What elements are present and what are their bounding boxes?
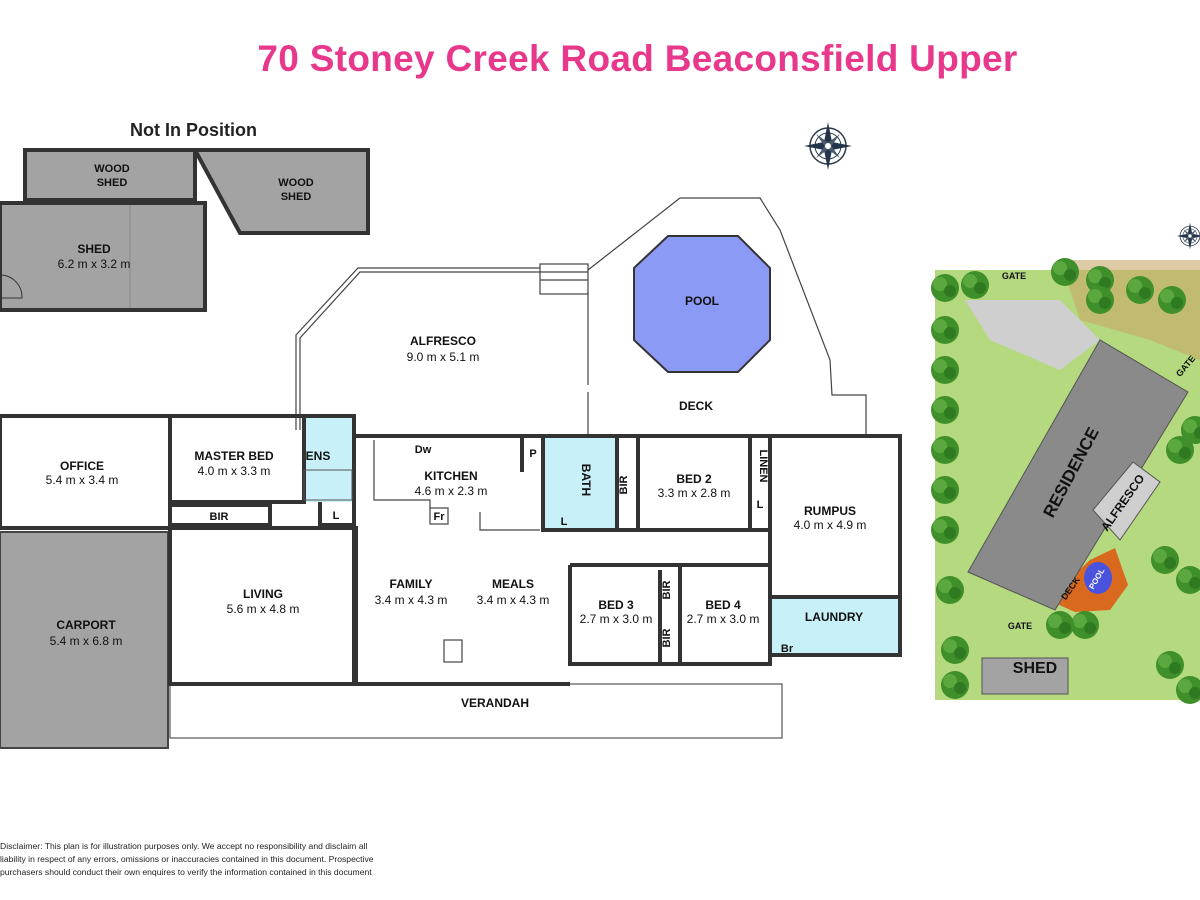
office-label: OFFICE xyxy=(60,459,104,473)
master-bed-dims: 4.0 m x 3.3 m xyxy=(198,464,271,478)
bed2-dims: 3.3 m x 2.8 m xyxy=(658,486,731,500)
ens-label: ENS xyxy=(306,449,331,463)
wood-shed-2-label-2: SHED xyxy=(281,191,312,203)
kitchen-bench xyxy=(373,440,540,663)
family-label: FAMILY xyxy=(390,577,433,591)
kitchen-dims: 4.6 m x 2.3 m xyxy=(415,484,488,498)
bir-label-bed2: BIR xyxy=(618,475,630,494)
linen-l-label-1: L xyxy=(333,510,340,522)
compass-icon xyxy=(803,121,853,171)
dishwasher-label: Dw xyxy=(415,444,432,456)
alfresco-dims: 9.0 m x 5.1 m xyxy=(407,350,480,364)
bath-label: BATH xyxy=(579,464,593,496)
carport xyxy=(0,531,169,749)
bed4-dims: 2.7 m x 3.0 m xyxy=(687,612,760,626)
master-bed-label: MASTER BED xyxy=(194,449,274,463)
compass-icon xyxy=(1176,222,1200,250)
laundry-label: LAUNDRY xyxy=(805,610,863,624)
wood-shed-2-label: WOOD xyxy=(278,177,313,189)
disclaimer: Disclaimer: This plan is for illustratio… xyxy=(0,841,374,877)
meals-label: MEALS xyxy=(492,577,534,591)
bed4-label: BED 4 xyxy=(705,598,741,612)
linen-l-label-2: L xyxy=(561,516,568,528)
office-dims: 5.4 m x 3.4 m xyxy=(46,473,119,487)
linen-label: LINEN xyxy=(757,450,769,483)
pool xyxy=(633,235,771,373)
bir-label-bed3: BIR xyxy=(661,580,673,599)
site-plan xyxy=(935,260,1200,700)
house-walls xyxy=(0,414,902,686)
pool-label: POOL xyxy=(685,294,719,308)
wood-shed-1-label: WOOD xyxy=(94,163,129,175)
living-dims: 5.6 m x 4.8 m xyxy=(227,602,300,616)
ensuite-area xyxy=(304,416,354,502)
bed2-label: BED 2 xyxy=(676,472,712,486)
rumpus-dims: 4.0 m x 4.9 m xyxy=(794,518,867,532)
page-title: 70 Stoney Creek Road Beaconsfield Upper xyxy=(257,38,1018,79)
alfresco-label: ALFRESCO xyxy=(410,334,476,348)
laundry-area xyxy=(770,597,898,655)
meals-dims: 3.4 m x 4.3 m xyxy=(477,593,550,607)
carport-label: CARPORT xyxy=(56,618,116,632)
linen-l-label-3: L xyxy=(757,499,764,511)
pantry-label: P xyxy=(529,448,536,460)
verandah xyxy=(169,683,783,739)
carport-dims: 5.4 m x 6.8 m xyxy=(50,634,123,648)
fridge-label: Fr xyxy=(434,511,446,523)
bir-label-bed4: BIR xyxy=(661,628,673,647)
deck-label: DECK xyxy=(679,399,713,413)
bed3-label: BED 3 xyxy=(598,598,634,612)
broom-label: Br xyxy=(781,643,794,655)
rumpus-label: RUMPUS xyxy=(804,504,856,518)
outbuildings xyxy=(0,148,370,312)
site-gate-label-top: GATE xyxy=(1002,271,1026,281)
living-label: LIVING xyxy=(243,587,283,601)
shed-dims: 6.2 m x 3.2 m xyxy=(58,257,131,271)
bed3-dims: 2.7 m x 3.0 m xyxy=(580,612,653,626)
bath-area xyxy=(543,436,617,528)
site-shed-label: SHED xyxy=(1013,660,1057,677)
site-gate-label-bottom: GATE xyxy=(1008,621,1032,631)
bir-label-master: BIR xyxy=(210,511,229,523)
shower xyxy=(303,469,353,501)
kitchen-label: KITCHEN xyxy=(424,469,477,483)
shed-label: SHED xyxy=(77,242,111,256)
wood-shed-1-label-2: SHED xyxy=(97,177,128,189)
not-in-position-label: Not In Position xyxy=(130,120,257,140)
verandah-label: VERANDAH xyxy=(461,696,529,710)
alfresco-deck-outline xyxy=(295,197,867,436)
family-dims: 3.4 m x 4.3 m xyxy=(375,593,448,607)
